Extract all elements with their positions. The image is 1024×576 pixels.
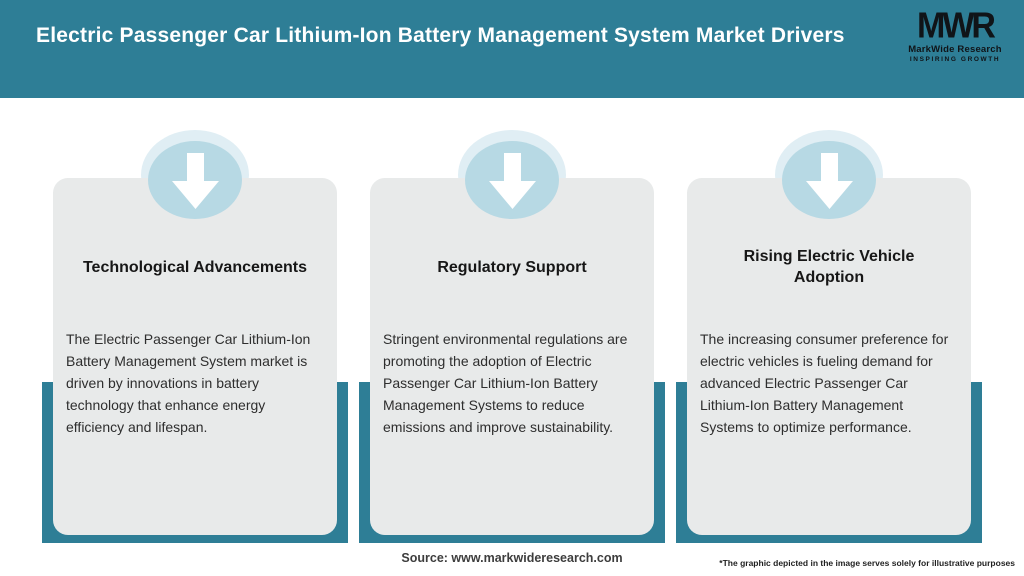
down-arrow-icon	[171, 151, 219, 209]
disclaimer-note: *The graphic depicted in the image serve…	[719, 558, 1015, 568]
card-description: The increasing consumer preference for e…	[700, 331, 949, 435]
card-title: Technological Advancements	[82, 258, 308, 276]
card-description: Stringent environmental regulations are …	[383, 331, 628, 435]
down-arrow-badge	[148, 141, 242, 219]
driver-card-rising-ev-adoption: Rising Electric Vehicle Adoption The inc…	[687, 178, 971, 535]
logo-monogram: MWR	[917, 6, 996, 46]
driver-card-regulatory-support: Regulatory Support Stringent environment…	[370, 178, 654, 535]
down-arrow-badge	[465, 141, 559, 219]
card-title: Rising Electric Vehicle Adoption	[743, 248, 915, 286]
logo-company-name: MarkWide Research	[908, 44, 1002, 55]
source-attribution: Source: www.markwideresearch.com	[401, 551, 623, 565]
card-title: Regulatory Support	[437, 258, 587, 276]
down-arrow-badge	[782, 141, 876, 219]
logo-tagline: INSPIRING GROWTH	[909, 56, 1001, 63]
page-title: Electric Passenger Car Lithium-Ion Batte…	[36, 24, 845, 47]
down-arrow-icon	[805, 151, 853, 209]
card-description: The Electric Passenger Car Lithium-Ion B…	[66, 331, 311, 435]
driver-card-technological-advancements: Technological Advancements The Electric …	[53, 178, 337, 535]
header-bar: Electric Passenger Car Lithium-Ion Batte…	[0, 0, 1024, 98]
down-arrow-icon	[488, 151, 536, 209]
markwide-research-logo: MWR MarkWide Research INSPIRING GROWTH	[900, 6, 1010, 63]
